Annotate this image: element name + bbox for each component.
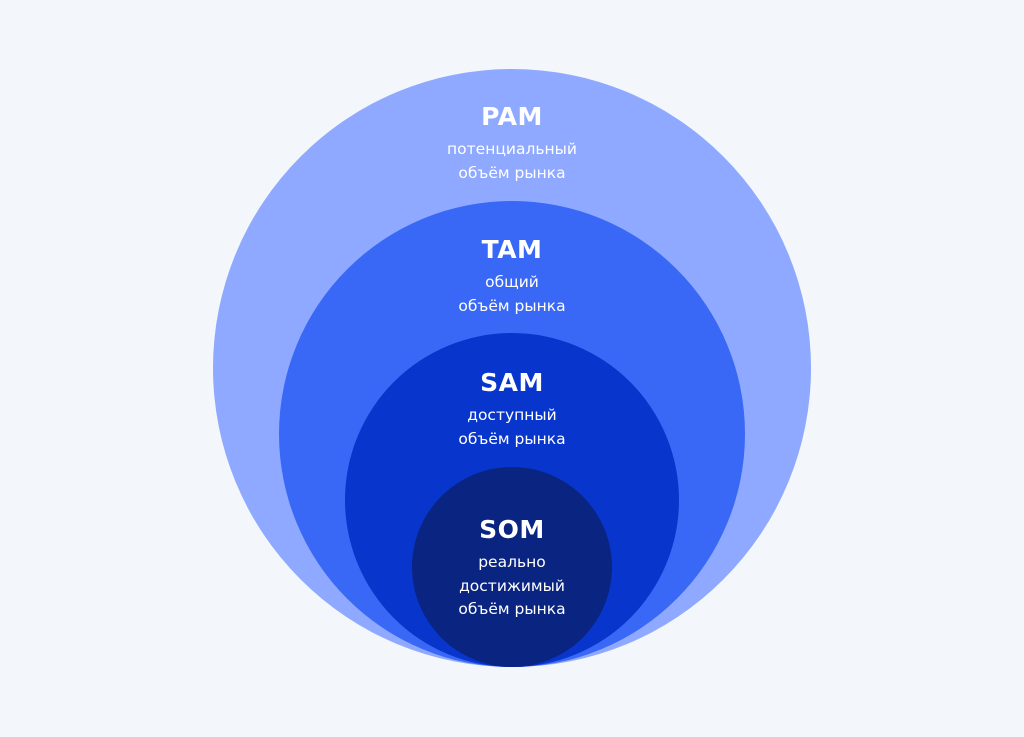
description-line: потенциальный (447, 140, 577, 158)
description-line: достижимый (459, 576, 565, 595)
som-title: SOM (479, 515, 545, 544)
pam-description: потенциальный объём рынка (312, 138, 712, 185)
tam-label: TAM общий объём рынка (312, 235, 712, 318)
tam-description: общий объём рынка (312, 271, 712, 318)
description-line: объём рынка (458, 600, 566, 618)
description-line: объём рынка (458, 163, 566, 182)
description-line: доступный (467, 406, 557, 424)
sam-title: SAM (480, 368, 544, 397)
description-line: реально (478, 553, 546, 571)
som-circle (412, 467, 612, 667)
pam-label: PAM потенциальный объём рынка (312, 102, 712, 185)
description-line: общий (485, 273, 539, 291)
tam-title: TAM (481, 235, 543, 264)
description-line: объём рынка (458, 296, 566, 315)
pam-title: PAM (481, 102, 543, 131)
som-description: реально достижимый объём рынка (312, 551, 712, 622)
sam-label: SAM доступный объём рынка (312, 368, 712, 451)
sam-description: доступный объём рынка (312, 404, 712, 451)
description-line: объём рынка (458, 429, 566, 448)
som-label: SOM реально достижимый объём рынка (312, 515, 712, 622)
